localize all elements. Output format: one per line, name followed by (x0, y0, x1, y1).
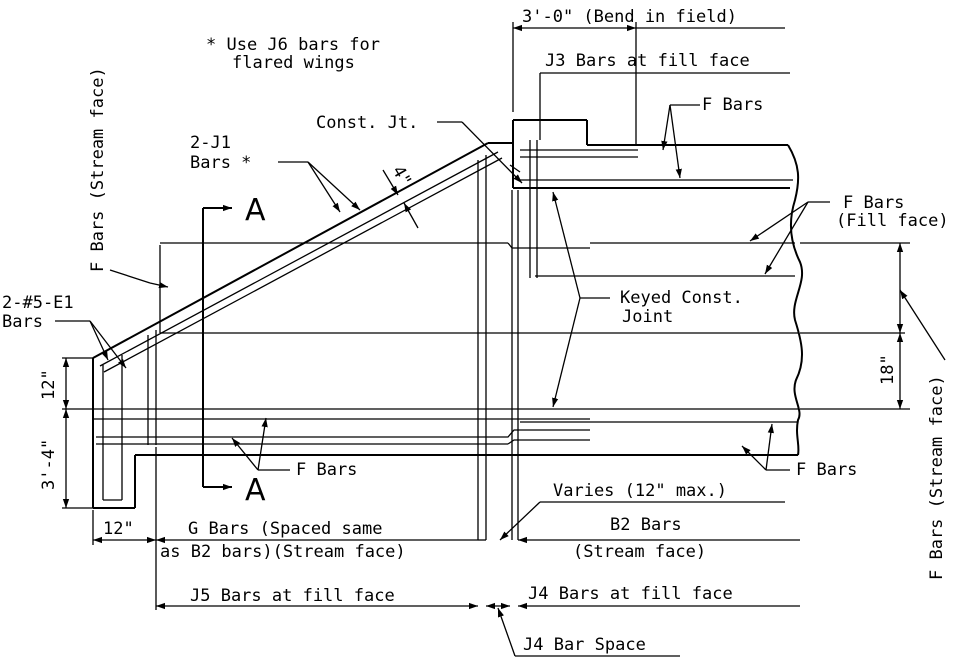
section-a-label-top: A (245, 193, 266, 228)
g-bars-line-1: G Bars (Spaced same (188, 519, 382, 539)
j1-bars-line-2: Bars * (190, 153, 251, 173)
j5-bars-label: J5 Bars at fill face (190, 586, 395, 606)
keyed-joint-line-1: Keyed Const. (620, 288, 743, 308)
j4-bars-label: J4 Bars at fill face (528, 584, 733, 604)
j3-bars-label: J3 Bars at fill face (545, 51, 750, 71)
f-bars-top-label: F Bars (702, 95, 763, 115)
j4-bar-space-label: J4 Bar Space (523, 635, 646, 655)
varies-label: Varies (12" max.) (553, 481, 727, 501)
note-line-1: * Use J6 bars for (206, 35, 380, 55)
text-labels: * Use J6 bars for flared wings 3'-0" (Be… (2, 7, 949, 655)
dim-12-vertical-label: 12" (39, 369, 59, 400)
section-a-label-bottom: A (245, 473, 266, 508)
dim-3-4-label: 3'-4" (39, 439, 59, 490)
keyed-joint-line-2: Joint (622, 307, 673, 327)
e1-bars-line-2: Bars (2, 312, 43, 332)
dim-12-horizontal-label: 12" (103, 519, 134, 539)
f-bars-fill-line-2: (Fill face) (836, 211, 949, 231)
f-bars-fill-line-1: F Bars (843, 193, 904, 213)
b2-bars-line-1: B2 Bars (610, 515, 682, 535)
const-jt-label: Const. Jt. (316, 113, 418, 133)
f-bars-bottom-left-label: F Bars (296, 460, 357, 480)
leader-lines (55, 104, 946, 471)
dimension-lines (62, 22, 910, 657)
four-inch-label: 4" (388, 163, 416, 191)
note-line-2: flared wings (232, 53, 355, 73)
e1-bars-line-1: 2-#5-E1 (2, 293, 74, 313)
j1-bars-line-1: 2-J1 (190, 133, 231, 153)
b2-bars-line-2: (Stream face) (573, 542, 706, 562)
dim-18-label: 18" (878, 354, 898, 385)
f-bars-bottom-right-label: F Bars (796, 460, 857, 480)
g-bars-line-2: as B2 bars)(Stream face) (160, 542, 406, 562)
reinforcing-bars (93, 140, 798, 540)
section-cut-a: A A (202, 193, 266, 508)
bend-in-field-label: 3'-0" (Bend in field) (522, 7, 737, 27)
wall-outline (92, 119, 804, 509)
f-bars-stream-right-label: F Bars (Stream face) (927, 375, 947, 580)
f-bars-stream-left-label: F Bars (Stream face) (88, 67, 108, 272)
